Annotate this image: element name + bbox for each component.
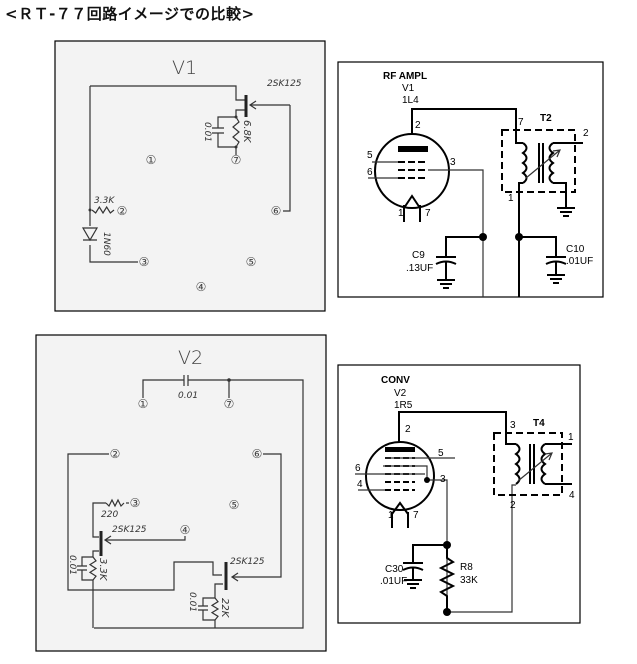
v2-pin-5: ⑤ — [229, 498, 240, 512]
c9-value: .13UF — [406, 263, 433, 274]
v2-res1-label: 3.3K — [97, 558, 108, 582]
v2-heading: V2 — [178, 347, 203, 369]
t4-label: T4 — [533, 418, 545, 429]
v1-transistor-label: 2SK125 — [267, 79, 302, 89]
rf-tube-type: 1L4 — [402, 95, 419, 106]
r8-resistor — [438, 545, 456, 612]
conv-pin-2: 2 — [405, 424, 411, 435]
rf-pin-1: 1 — [398, 208, 404, 219]
rf-pin-5: 5 — [367, 150, 373, 161]
v2-transistor1-label: 2SK125 — [112, 525, 147, 535]
c30-label: C30 — [385, 564, 404, 575]
v2-pin-3: ③ — [130, 496, 141, 510]
c10-capacitor — [519, 236, 567, 284]
v1-pin-1: ① — [146, 153, 157, 167]
resistor-icon — [105, 498, 125, 508]
rf-pin-6: 6 — [367, 167, 373, 178]
conv-pin-7: 7 — [413, 510, 419, 521]
v2-cap-top-label: 0.01 — [178, 391, 198, 401]
rf-tube-label: V1 — [402, 83, 415, 94]
resistor-icon — [232, 116, 240, 148]
transformer-icon — [518, 142, 583, 297]
conv-heading: CONV — [381, 375, 410, 386]
rf-pin-2: 2 — [415, 120, 421, 131]
v2-transistor2-label: 2SK125 — [230, 557, 265, 567]
v2-cap1-label: 0.01 — [67, 555, 77, 575]
t4-shield — [493, 432, 563, 496]
t2-pin-2: 2 — [583, 128, 589, 139]
v1-resistor-label: 6.8K — [241, 120, 252, 144]
t2-label: T2 — [540, 113, 552, 124]
conv-tube-label: V2 — [394, 388, 407, 399]
c10-label: C10 — [566, 244, 585, 255]
rf-heading: RF AMPL — [383, 71, 427, 82]
conv-pin-4: 4 — [357, 479, 363, 490]
v1-pin-4: ④ — [196, 280, 207, 294]
v1-pin-2: ② — [117, 204, 128, 218]
transformer-icon — [514, 443, 572, 485]
v1-pin-5: ⑤ — [246, 255, 257, 269]
v2-pin-6: ⑥ — [252, 447, 263, 461]
v1-heading: V1 — [172, 57, 197, 79]
diode-icon — [81, 227, 99, 242]
rf-pin-7: 7 — [425, 208, 431, 219]
page-title: <ＲＴ-７７回路イメージでの比較> — [5, 5, 255, 23]
v1-resistor2-label: 3.3K — [94, 196, 115, 206]
resistor-icon — [91, 205, 115, 215]
v1-cap-label: 0.01 — [202, 122, 212, 142]
v2-pin-7: ⑦ — [224, 397, 235, 411]
v2-pin-1: ① — [138, 397, 149, 411]
v1-diode-label: 1N60 — [101, 232, 111, 256]
conv-schematic: CONV V2 1R5 2 5 6 4 3 1 7 T4 3 1 4 2 C30… — [337, 364, 581, 624]
conv-pin-1: 1 — [388, 510, 394, 521]
v2-resistor-220-label: 220 — [101, 510, 118, 520]
resistor-icon — [88, 556, 98, 581]
v1-pin-7: ⑦ — [231, 153, 242, 167]
c9-capacitor — [435, 236, 483, 289]
v1-pin-3: ③ — [139, 255, 150, 269]
conv-pin-6: 6 — [355, 463, 361, 474]
c30-value: .01UF — [380, 576, 407, 587]
c30-capacitor — [402, 544, 447, 589]
v2-layout-diagram: V2 0.01 220 2SK125 2SK125 0.01 3.3K 0.01… — [35, 334, 327, 652]
t2-pin-7: 7 — [518, 117, 524, 128]
v2-pin-2: ② — [110, 447, 121, 461]
conv-pin-3: 3 — [440, 474, 446, 485]
t4-pin-4: 4 — [569, 490, 575, 501]
t4-pin-2: 2 — [510, 500, 516, 511]
r8-value: 33K — [460, 575, 478, 586]
t2-shield — [501, 129, 576, 193]
conv-tube-type: 1R5 — [394, 400, 413, 411]
c9-label: C9 — [412, 250, 425, 261]
v2-pin-4: ④ — [180, 523, 191, 537]
rf-pin-3: 3 — [450, 157, 456, 168]
v2-res2-label: 22K — [219, 598, 230, 619]
conv-pin-5: 5 — [438, 448, 444, 459]
rf-ampl-schematic: RF AMPL V1 1L4 2 5 6 3 1 7 T2 7 2 1 C9 .… — [337, 61, 604, 298]
t2-pin-1: 1 — [508, 193, 514, 204]
t4-pin-3: 3 — [510, 420, 516, 431]
v2-cap2-label: 0.01 — [187, 592, 197, 612]
v1-layout-diagram: V1 2SK125 0.01 6.8K 3.3K 1N60 ① ② ③ ④ ⑤ … — [54, 40, 326, 312]
t4-pin-1: 1 — [568, 432, 574, 443]
v1-pin-6: ⑥ — [271, 204, 282, 218]
c10-value: .01UF — [566, 256, 593, 267]
resistor-icon — [210, 597, 220, 621]
r8-label: R8 — [460, 562, 473, 573]
